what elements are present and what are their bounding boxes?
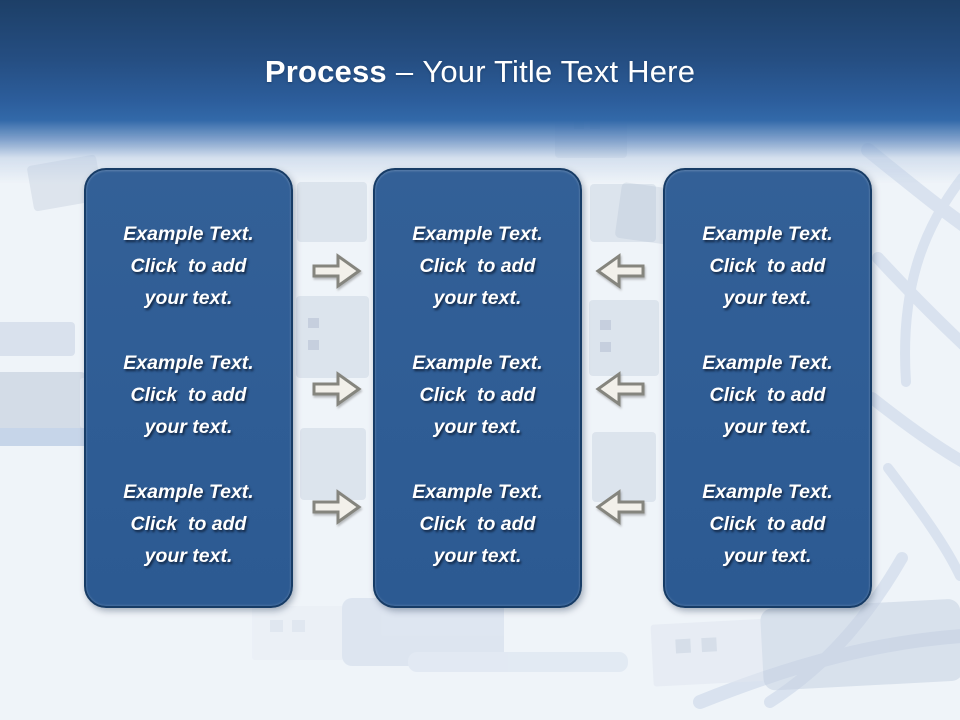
page-title: Process–Your Title Text Here	[0, 52, 960, 92]
text-line: your text.	[433, 416, 522, 438]
arrow-right-icon	[312, 489, 362, 525]
arrow-right-icon	[312, 371, 362, 407]
text-line: Example Text.	[412, 223, 543, 245]
arrow-left-icon	[595, 253, 645, 289]
text-line: Example Text.	[123, 223, 254, 245]
text-line: Click to add	[709, 384, 826, 406]
text-line: your text.	[144, 545, 233, 567]
text-block: Example Text. Click to add your text.	[671, 347, 864, 443]
header-gradient	[0, 0, 960, 200]
text-line: Click to add	[130, 255, 247, 277]
process-box-left: Example Text. Click to add your text. Ex…	[84, 168, 293, 608]
text-line: your text.	[144, 416, 233, 438]
text-line: your text.	[723, 416, 812, 438]
title-subtitle-text: Your Title Text Here	[422, 54, 696, 89]
text-block: Example Text. Click to add your text.	[671, 476, 864, 572]
text-line: Click to add	[130, 513, 247, 535]
text-line: Example Text.	[702, 223, 833, 245]
text-line: Click to add	[419, 384, 536, 406]
text-line: your text.	[723, 287, 812, 309]
text-line: Example Text.	[702, 352, 833, 374]
text-block: Example Text. Click to add your text.	[92, 218, 285, 314]
text-line: Click to add	[130, 384, 247, 406]
text-line: your text.	[144, 287, 233, 309]
text-line: Example Text.	[412, 481, 543, 503]
text-block: Example Text. Click to add your text.	[92, 476, 285, 572]
text-line: Click to add	[419, 255, 536, 277]
process-box-middle: Example Text. Click to add your text. Ex…	[373, 168, 582, 608]
arrow-right-icon	[312, 253, 362, 289]
process-box-right: Example Text. Click to add your text. Ex…	[663, 168, 872, 608]
text-line: Example Text.	[123, 481, 254, 503]
text-block: Example Text. Click to add your text.	[92, 347, 285, 443]
text-line: Click to add	[419, 513, 536, 535]
text-line: Click to add	[709, 255, 826, 277]
text-line: your text.	[433, 287, 522, 309]
text-line: Example Text.	[702, 481, 833, 503]
text-line: Example Text.	[123, 352, 254, 374]
text-block: Example Text. Click to add your text.	[381, 218, 574, 314]
text-line: your text.	[433, 545, 522, 567]
title-dash: –	[395, 54, 414, 89]
text-line: Example Text.	[412, 352, 543, 374]
arrow-left-icon	[595, 489, 645, 525]
text-line: Click to add	[709, 513, 826, 535]
title-bold-text: Process	[264, 54, 387, 89]
text-line: your text.	[723, 545, 812, 567]
arrow-left-icon	[595, 371, 645, 407]
text-block: Example Text. Click to add your text.	[381, 347, 574, 443]
text-block: Example Text. Click to add your text.	[381, 476, 574, 572]
text-block: Example Text. Click to add your text.	[671, 218, 864, 314]
